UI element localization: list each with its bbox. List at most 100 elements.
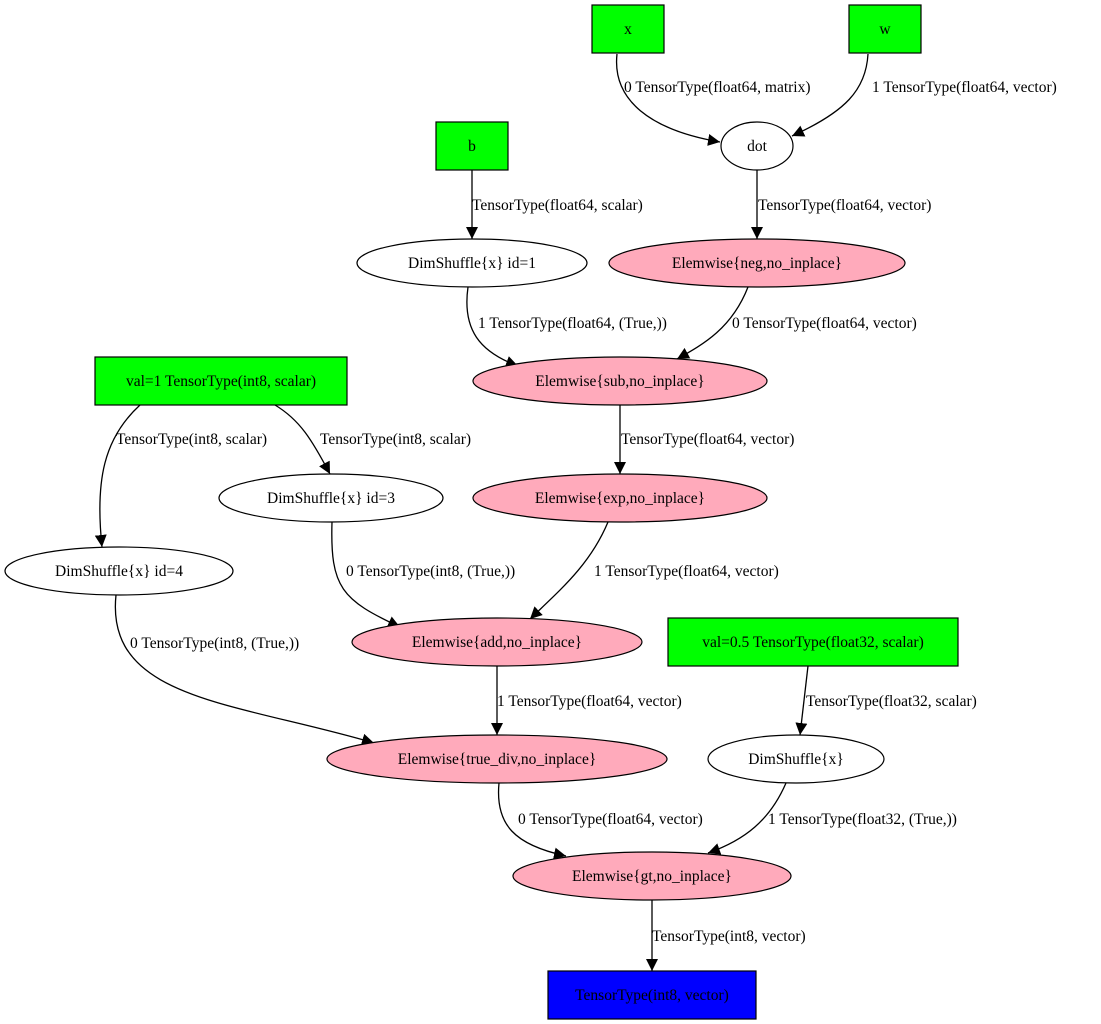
node-label: TensorType(int8, vector) bbox=[575, 987, 729, 1004]
node-val1: val=1 TensorType(int8, scalar) bbox=[94, 356, 348, 406]
node-ds4: DimShuffle{x} id=4 bbox=[4, 546, 234, 596]
node-add: Elemwise{add,no_inplace} bbox=[351, 617, 643, 667]
node-tdiv: Elemwise{true_div,no_inplace} bbox=[326, 734, 668, 784]
node-label: b bbox=[468, 138, 476, 155]
node-shape bbox=[591, 4, 665, 54]
node-label: Elemwise{neg,no_inplace} bbox=[672, 255, 842, 272]
edge-x-dot: 0 TensorType(float64, matrix) bbox=[615, 53, 811, 146]
edge-label: 0 TensorType(float64, matrix) bbox=[624, 79, 811, 96]
edge-label: 0 TensorType(int8, (True,)) bbox=[346, 563, 515, 580]
node-ds: DimShuffle{x} bbox=[707, 734, 885, 784]
edge-arrow bbox=[497, 782, 567, 860]
node-neg: Elemwise{neg,no_inplace} bbox=[608, 238, 906, 288]
node-shape bbox=[547, 970, 757, 1020]
edge-ds-gt: 1 TensorType(float32, (True,)) bbox=[707, 782, 957, 855]
edge-dot-neg: TensorType(float64, vector) bbox=[751, 170, 931, 239]
edge-add-tdiv: 1 TensorType(float64, vector) bbox=[491, 666, 682, 735]
edge-label: TensorType(float32, scalar) bbox=[806, 693, 977, 710]
edge-label: TensorType(float64, vector) bbox=[758, 197, 931, 214]
edge-val1-ds4: TensorType(int8, scalar) bbox=[94, 404, 267, 548]
edge-arrow bbox=[94, 404, 141, 548]
edge-label: 1 TensorType(float32, (True,)) bbox=[768, 811, 957, 828]
edge-ds3-add: 0 TensorType(int8, (True,)) bbox=[331, 521, 515, 628]
edge-label: 1 TensorType(float64, vector) bbox=[594, 563, 779, 580]
node-label: DimShuffle{x} id=1 bbox=[408, 255, 536, 272]
node-ds3: DimShuffle{x} id=3 bbox=[218, 473, 444, 523]
edge-label: 0 TensorType(float64, vector) bbox=[518, 811, 703, 828]
edge-arrow bbox=[795, 665, 809, 736]
edge-label: 1 TensorType(float64, vector) bbox=[497, 693, 682, 710]
node-shape bbox=[472, 356, 768, 406]
edge-label: 0 TensorType(float64, vector) bbox=[732, 315, 917, 332]
node-label: DimShuffle{x} id=3 bbox=[267, 490, 395, 507]
node-label: val=1 TensorType(int8, scalar) bbox=[126, 373, 316, 390]
edge-arrow bbox=[114, 594, 375, 746]
edge-label: TensorType(float64, scalar) bbox=[472, 197, 643, 214]
node-shape bbox=[435, 121, 509, 171]
node-label: Elemwise{exp,no_inplace} bbox=[535, 490, 705, 507]
node-label: DimShuffle{x} id=4 bbox=[55, 563, 183, 580]
node-label: x bbox=[624, 21, 632, 38]
edge-label: TensorType(int8, vector) bbox=[652, 928, 806, 945]
edge-neg-sub: 0 TensorType(float64, vector) bbox=[676, 286, 917, 360]
edge-arrow bbox=[707, 782, 787, 855]
edge-sub-exp: TensorType(float64, vector) bbox=[614, 405, 794, 474]
node-label: Elemwise{gt,no_inplace} bbox=[572, 868, 732, 885]
node-val05: val=0.5 TensorType(float32, scalar) bbox=[667, 617, 959, 667]
edge-arrow bbox=[615, 53, 721, 146]
edge-label: 1 TensorType(float64, vector) bbox=[872, 79, 1057, 96]
node-shape bbox=[608, 238, 906, 288]
edge-label: TensorType(float64, vector) bbox=[621, 431, 794, 448]
edge-arrow bbox=[791, 53, 869, 137]
node-shape bbox=[356, 238, 588, 288]
node-shape bbox=[720, 121, 794, 171]
node-label: DimShuffle{x} bbox=[748, 751, 844, 768]
node-label: val=0.5 TensorType(float32, scalar) bbox=[702, 634, 924, 651]
edge-ds1-sub: 1 TensorType(float64, (True,)) bbox=[466, 286, 667, 368]
edge-tdiv-gt: 0 TensorType(float64, vector) bbox=[497, 782, 703, 860]
edge-label: TensorType(int8, scalar) bbox=[116, 431, 267, 448]
edge-b-ds1: TensorType(float64, scalar) bbox=[466, 170, 643, 239]
edge-w-dot: 1 TensorType(float64, vector) bbox=[791, 53, 1057, 137]
edge-val05-ds: TensorType(float32, scalar) bbox=[795, 665, 977, 736]
node-shape bbox=[326, 734, 668, 784]
node-shape bbox=[667, 617, 959, 667]
node-ds1: DimShuffle{x} id=1 bbox=[356, 238, 588, 288]
edge-label: TensorType(int8, scalar) bbox=[320, 431, 471, 448]
edge-exp-add: 1 TensorType(float64, vector) bbox=[529, 521, 779, 620]
edges-layer: 0 TensorType(float64, matrix) 1 TensorTyp… bbox=[94, 53, 1057, 971]
edge-ds4-tdiv: 0 TensorType(int8, (True,)) bbox=[114, 594, 375, 746]
edge-arrow bbox=[274, 404, 331, 475]
edge-label: 1 TensorType(float64, (True,)) bbox=[478, 315, 667, 332]
node-shape bbox=[848, 4, 922, 54]
node-shape bbox=[512, 851, 792, 901]
node-label: Elemwise{sub,no_inplace} bbox=[535, 373, 704, 390]
node-shape bbox=[4, 546, 234, 596]
edge-val1-ds3: TensorType(int8, scalar) bbox=[274, 404, 471, 475]
node-gt: Elemwise{gt,no_inplace} bbox=[512, 851, 792, 901]
node-out: TensorType(int8, vector) bbox=[547, 970, 757, 1020]
node-exp: Elemwise{exp,no_inplace} bbox=[472, 473, 768, 523]
node-w: w bbox=[848, 4, 922, 54]
node-label: Elemwise{add,no_inplace} bbox=[412, 634, 582, 651]
edge-label: 0 TensorType(int8, (True,)) bbox=[130, 635, 299, 652]
node-shape bbox=[707, 734, 885, 784]
node-label: Elemwise{true_div,no_inplace} bbox=[398, 751, 597, 768]
node-label: w bbox=[879, 21, 891, 38]
node-b: b bbox=[435, 121, 509, 171]
edge-arrow bbox=[529, 521, 609, 620]
node-shape bbox=[218, 473, 444, 523]
node-shape bbox=[351, 617, 643, 667]
edge-arrow bbox=[466, 286, 519, 368]
node-shape bbox=[94, 356, 348, 406]
node-dot: dot bbox=[720, 121, 794, 171]
edge-gt-out: TensorType(int8, vector) bbox=[646, 900, 806, 971]
node-sub: Elemwise{sub,no_inplace} bbox=[472, 356, 768, 406]
node-label: dot bbox=[747, 138, 768, 155]
node-x: x bbox=[591, 4, 665, 54]
node-shape bbox=[472, 473, 768, 523]
edge-arrow bbox=[331, 521, 401, 628]
edge-arrow bbox=[676, 286, 749, 360]
